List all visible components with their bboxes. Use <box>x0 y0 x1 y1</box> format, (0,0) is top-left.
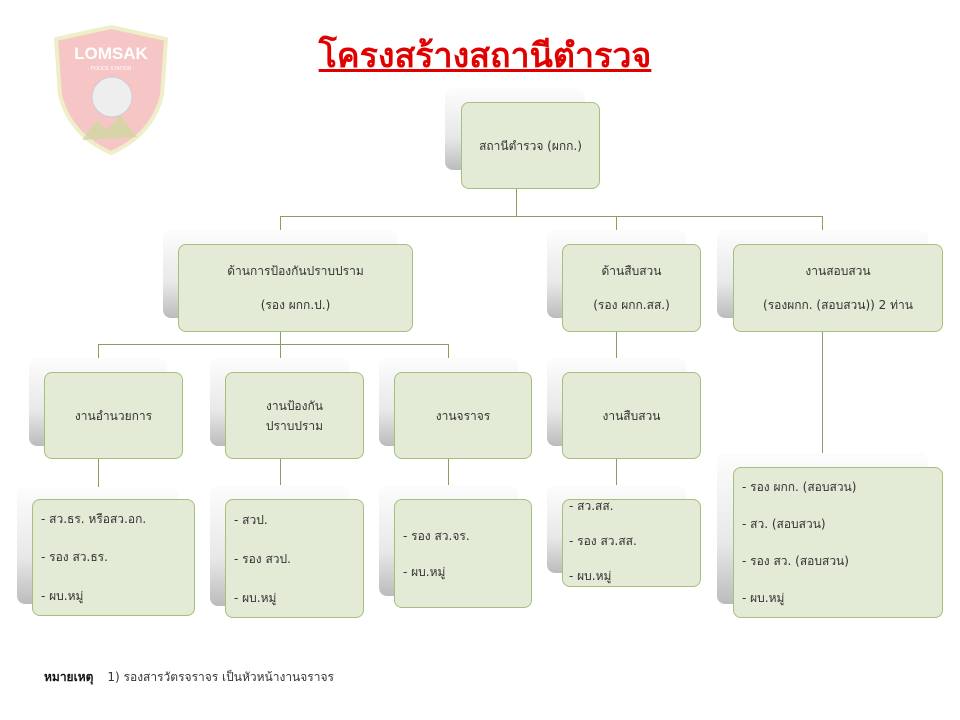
node-label: ด้านสืบสวน <box>601 264 662 278</box>
police-logo: LOMSAK - POLICE STATION - <box>53 25 169 156</box>
staff-item: - รอง สวป. <box>234 551 291 566</box>
connector <box>616 459 617 499</box>
node-suppression: งานป้องกันปราบปราม <box>225 372 364 459</box>
node-label: (รองผกก. (สอบสวน)) 2 ท่าน <box>763 298 913 312</box>
node-prevention: ด้านการป้องกันปราบปราม (รอง ผกก.ป.) <box>178 244 413 332</box>
connector <box>822 332 823 467</box>
node-label: (รอง ผกก.สส.) <box>593 298 670 312</box>
node-admin-staff: - สว.ธร. หรือสว.อก. - รอง สว.ธร. - ผบ.หมู่ <box>32 499 195 616</box>
node-investigation: ด้านสืบสวน (รอง ผกก.สส.) <box>562 244 701 332</box>
footnote-text: 1) รองสารวัตรจราจร เป็นหัวหน้างานจราจร <box>107 670 334 684</box>
staff-item: - สวป. <box>234 512 268 527</box>
node-suppression-staff: - สวป. - รอง สวป. - ผบ.หมู่ <box>225 499 364 618</box>
node-label: (รอง ผกก.ป.) <box>260 298 331 312</box>
staff-item: - ผบ.หมู่ <box>41 588 84 603</box>
node-traffic: งานจราจร <box>394 372 532 459</box>
node-label: ปราบปราม <box>265 418 324 433</box>
connector <box>280 332 281 344</box>
node-label: สถานีตำรวจ (ผกก.) <box>479 138 582 153</box>
node-investigation-staff: - สว.สส. - รอง สว.สส. - ผบ.หมู่ <box>562 499 701 587</box>
node-station-chief: สถานีตำรวจ (ผกก.) <box>461 102 600 189</box>
svg-text:LOMSAK: LOMSAK <box>74 44 148 63</box>
node-label: ด้านการป้องกันปราบปราม <box>227 264 364 278</box>
staff-item: - ผบ.หมู่ <box>569 569 612 583</box>
footnote: หมายเหตุ 1) รองสารวัตรจราจร เป็นหัวหน้างา… <box>44 668 334 687</box>
connector <box>448 459 449 499</box>
node-label: งานสอบสวน <box>805 264 871 278</box>
staff-item: - รอง สว. (สอบสวน) <box>742 554 849 569</box>
connector <box>280 459 281 499</box>
staff-item: - รอง ผกก. (สอบสวน) <box>742 479 857 494</box>
node-inquiry: งานสอบสวน (รองผกก. (สอบสวน)) 2 ท่าน <box>733 244 943 332</box>
node-traffic-staff: - รอง สว.จร. - ผบ.หมู่ <box>394 499 532 608</box>
node-label: งานจราจร <box>435 408 491 423</box>
svg-text:- POLICE STATION -: - POLICE STATION - <box>88 66 135 72</box>
node-label: งานป้องกัน <box>266 398 323 413</box>
staff-item: - รอง สว.จร. <box>403 529 470 543</box>
staff-item: - ผบ.หมู่ <box>403 565 446 579</box>
staff-item: - สว. (สอบสวน) <box>742 516 826 531</box>
staff-item: - ผบ.หมู่ <box>234 590 277 605</box>
node-investigation-work: งานสืบสวน <box>562 372 701 459</box>
staff-item: - สว.สส. <box>569 499 614 513</box>
connector <box>280 216 823 217</box>
node-label: งานอำนวยการ <box>74 408 153 423</box>
staff-item: - รอง สว.ธร. <box>41 550 108 565</box>
connector <box>616 332 617 372</box>
connector <box>516 189 517 216</box>
page-title: โครงสร้างสถานีตำรวจ <box>318 36 652 76</box>
node-admin: งานอำนวยการ <box>44 372 183 459</box>
connector <box>98 344 449 345</box>
staff-item: - รอง สว.สส. <box>569 534 637 548</box>
staff-item: - ผบ.หมู่ <box>742 591 785 606</box>
node-inquiry-staff: - รอง ผกก. (สอบสวน) - สว. (สอบสวน) - รอง ส… <box>733 467 943 618</box>
footnote-label: หมายเหตุ <box>44 670 94 684</box>
staff-item: - สว.ธร. หรือสว.อก. <box>41 512 147 527</box>
node-label: งานสืบสวน <box>602 408 661 423</box>
connector <box>98 459 99 499</box>
